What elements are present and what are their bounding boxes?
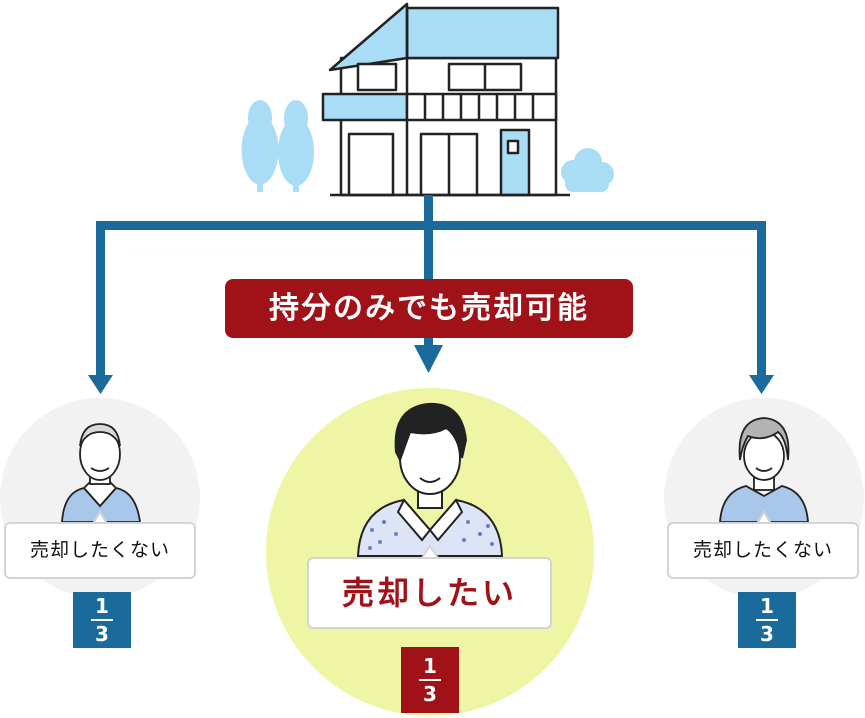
share-numerator: 1 xyxy=(423,655,437,677)
share-numerator: 1 xyxy=(95,595,109,617)
arrow-center-head xyxy=(414,345,443,373)
share-numerator: 1 xyxy=(760,595,774,617)
left-share-fraction: 1 3 xyxy=(73,592,131,648)
tree-icon xyxy=(278,100,314,192)
share-denominator: 3 xyxy=(423,683,437,705)
right-owner-speech: 売却したくない xyxy=(667,522,859,579)
arrow-left-head xyxy=(88,375,113,394)
fraction-bar xyxy=(419,679,441,681)
fraction-bar xyxy=(756,619,778,621)
arrow-right-head xyxy=(749,375,774,394)
fraction-bar xyxy=(91,619,113,621)
tree-icon xyxy=(242,100,278,192)
center-share-fraction: 1 3 xyxy=(401,647,459,713)
right-share-fraction: 1 3 xyxy=(738,592,796,648)
left-owner-speech: 売却したくない xyxy=(4,522,196,579)
house-icon xyxy=(323,4,570,195)
banner-sell-share: 持分のみでも売却可能 xyxy=(225,279,633,338)
center-owner-speech: 売却したい xyxy=(307,557,552,629)
bush-icon xyxy=(561,148,614,192)
share-denominator: 3 xyxy=(760,623,774,645)
share-denominator: 3 xyxy=(95,623,109,645)
